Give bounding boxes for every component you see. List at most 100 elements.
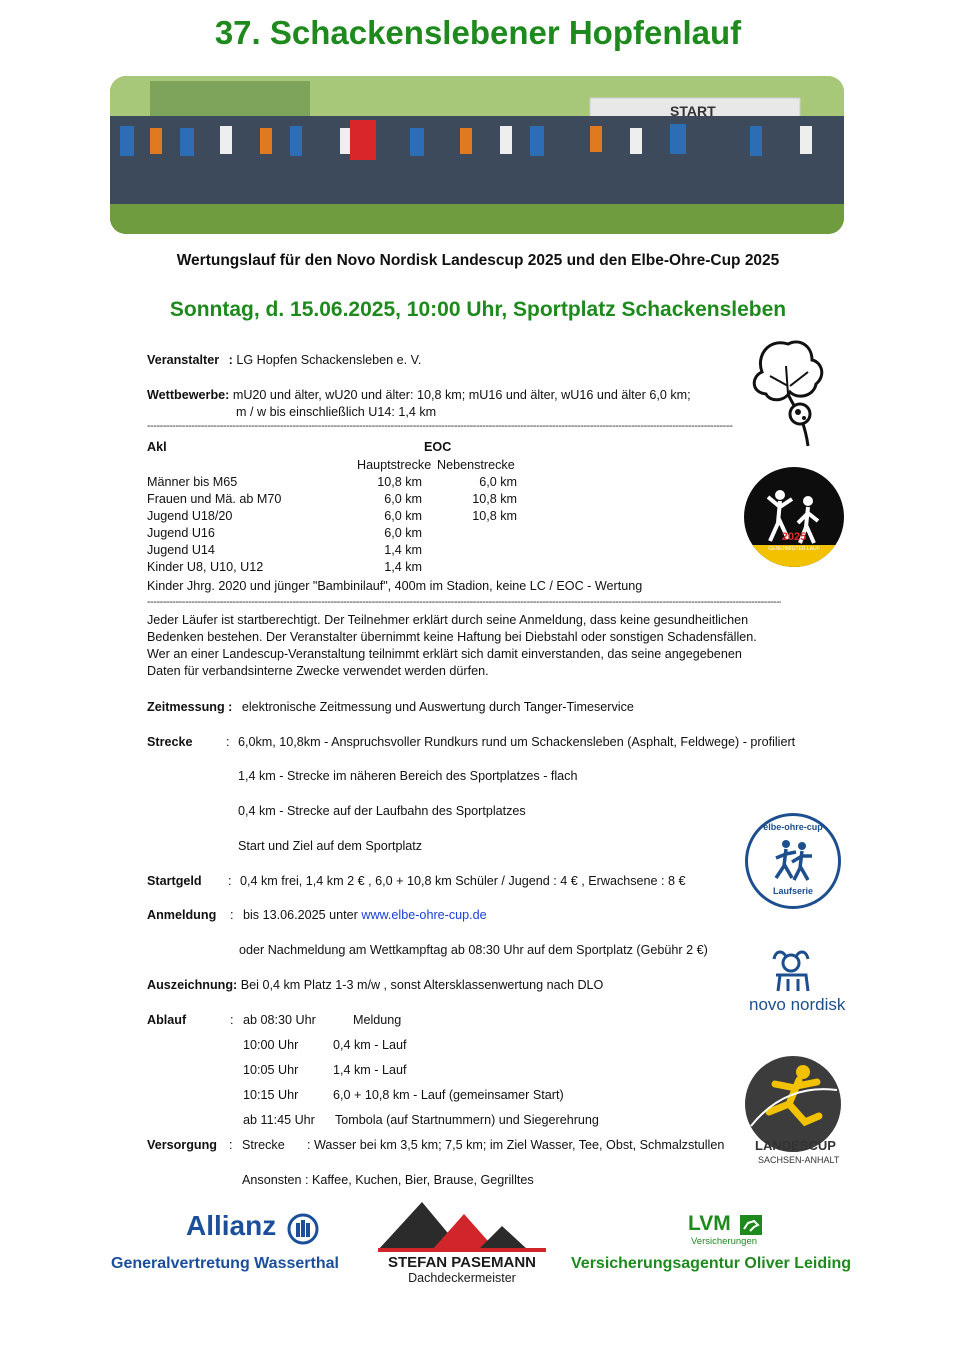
haupt-cell: 1,4 km: [384, 560, 422, 574]
wettbewerbe-line2: m / w bis einschließlich U14: 1,4 km: [236, 405, 437, 419]
ablauf-time: ab 11:45 Uhr: [243, 1113, 315, 1127]
table-row: Männer bis M65 10,8 km 6,0 km: [147, 474, 547, 491]
table-row: Kinder U8, U10, U12 1,4 km: [147, 559, 547, 576]
allianz-agency-name: Generalvertretung Wasserthal: [111, 1255, 339, 1272]
runners-icon: [744, 490, 844, 567]
veranstalter-value: LG Hopfen Schackensleben e. V.: [236, 353, 422, 367]
hop-leaf-logo: [752, 340, 824, 447]
versorgung-label: Versorgung: [147, 1138, 217, 1152]
dlv-badge-logo: 2025 GENEHMIGTER LAUF: [744, 467, 844, 567]
lvm-horse-icon: [740, 1215, 762, 1235]
strecke-line3: 0,4 km - Strecke auf der Laufbahn des Sp…: [238, 804, 526, 818]
wettbewerbe-line1: mU20 und älter, wU20 und älter: 10,8 km;…: [232, 388, 691, 402]
disclaimer-line: Daten für verbandsinterne Zwecke verwend…: [147, 664, 489, 678]
landescup-subtext: SACHSEN-ANHALT: [758, 1155, 840, 1165]
anmeldung-row: bis 13.06.2025 unter www.elbe-ohre-cup.d…: [243, 907, 487, 924]
versorgung-ansonsten: Ansonsten : Kaffee, Kuchen, Bier, Brause…: [242, 1173, 534, 1187]
disclaimer-line: Jeder Läufer ist startberechtigt. Der Te…: [147, 613, 749, 627]
ablauf-time: 10:05 Uhr: [243, 1063, 299, 1077]
veranstalter-label: Veranstalter: [147, 353, 220, 367]
col-header-akl: Akl: [147, 440, 167, 454]
versorgung-strecke-value: : Wasser bei km 3,5 km; 7,5 km; im Ziel …: [307, 1138, 725, 1152]
ablauf-text: Meldung: [353, 1013, 402, 1027]
landescup-logo: [745, 1056, 841, 1152]
wettbewerbe-row: Wettbewerbe: mU20 und älter, wU20 und äl…: [147, 387, 691, 404]
novo-bull-icon: [772, 950, 810, 992]
novo-nordisk-logo: novo nordisk: [749, 995, 846, 1014]
anmeldung-prefix: bis 13.06.2025 unter: [243, 908, 358, 922]
wettbewerbe-label: Wettbewerbe:: [147, 388, 230, 402]
anmeldung-line2: oder Nachmeldung am Wettkampftag ab 08:3…: [239, 943, 708, 957]
start-banner-text: START: [670, 103, 716, 119]
auszeichnung-value: Bei 0,4 km Platz 1-3 m/w , sonst Altersk…: [240, 978, 604, 992]
haupt-cell: 10,8 km: [377, 475, 422, 489]
akl-cell: Jugend U14: [147, 543, 215, 557]
elbe-ohre-cup-logo: elbe-ohre-cup Laufserie: [745, 813, 841, 909]
akl-cell: Jugend U16: [147, 526, 215, 540]
table-row: Jugend U16 6,0 km: [147, 525, 547, 542]
strecke-line2: 1,4 km - Strecke im näheren Bereich des …: [238, 769, 578, 783]
eoc-ring-top: elbe-ohre-cup: [763, 822, 823, 832]
pasemann-roof-logo: [378, 1202, 546, 1252]
disclaimer-line: Bedenken bestehen. Der Veranstalter über…: [147, 630, 757, 644]
haupt-cell: 6,0 km: [384, 492, 422, 506]
ablauf-sep: :: [230, 1013, 234, 1027]
pasemann-sub: Dachdeckermeister: [408, 1271, 516, 1285]
runners-photo: START: [110, 76, 844, 234]
lvm-logo: LVM: [688, 1212, 731, 1235]
badge-year: 2025: [781, 531, 807, 543]
versorgung-strecke-label: Strecke: [242, 1138, 285, 1152]
ablauf-time: 10:15 Uhr: [243, 1088, 299, 1102]
anmeldung-sep: :: [230, 908, 234, 922]
allianz-eagle-icon: [287, 1213, 319, 1245]
strecke-line4: Start und Ziel auf dem Sportplatz: [238, 839, 423, 853]
akl-cell: Jugend U18/20: [147, 509, 233, 523]
zeitmessung-value: elektronische Zeitmessung und Auswertung…: [241, 700, 634, 714]
pasemann-name: STEFAN PASEMANN: [387, 1254, 537, 1271]
zeitmessung-row: Zeitmessung : elektronische Zeitmessung …: [147, 699, 634, 716]
haupt-cell: 6,0 km: [384, 526, 422, 540]
neben-cell: 10,8 km: [472, 492, 517, 506]
auszeichnung-label: Auszeichnung:: [147, 978, 238, 992]
runners-icon: [774, 840, 812, 881]
table-row: Frauen und Mä. ab M70 6,0 km 10,8 km: [147, 491, 547, 508]
haupt-cell: 1,4 km: [384, 543, 422, 557]
subtitle: Wertungslauf für den Novo Nordisk Landes…: [176, 252, 780, 269]
neben-cell: 10,8 km: [472, 509, 517, 523]
lvm-agency-name: Versicherungsagentur Oliver Leiding: [571, 1255, 852, 1272]
allianz-logo: Allianz: [186, 1210, 277, 1241]
divider: ----------------------------------------…: [147, 596, 781, 608]
col-header-haupt: Hauptstrecke: [357, 458, 432, 472]
ablauf-text: 1,4 km - Lauf: [333, 1063, 407, 1077]
badge-text: GENEHMIGTER LAUF: [768, 546, 820, 552]
startgeld-sep: :: [228, 874, 232, 888]
versorgung-sep: :: [229, 1138, 233, 1152]
veranstalter-row: Veranstalter : LG Hopfen Schackensleben …: [147, 352, 421, 369]
ablauf-label: Ablauf: [147, 1013, 187, 1027]
lvm-sub: Versicherungen: [691, 1236, 758, 1247]
anmeldung-link[interactable]: www.elbe-ohre-cup.de: [361, 908, 487, 922]
event-date-location: Sonntag, d. 15.06.2025, 10:00 Uhr, Sport…: [169, 298, 787, 321]
akl-cell: Kinder U8, U10, U12: [147, 560, 264, 574]
strecke-sep: :: [226, 735, 230, 749]
bambini-note: Kinder Jhrg. 2020 und jünger "Bambinilau…: [147, 579, 643, 593]
ablauf-time: 10:00 Uhr: [243, 1038, 299, 1052]
haupt-cell: 6,0 km: [384, 509, 422, 523]
col-header-eoc: EOC: [424, 440, 452, 454]
ablauf-text: Tombola (auf Startnummern) und Siegerehr…: [335, 1113, 599, 1127]
eoc-ring-bottom: Laufserie: [772, 886, 814, 896]
akl-cell: Frauen und Mä. ab M70: [147, 492, 282, 506]
page-title: 37. Schackenslebener Hopfenlauf: [214, 14, 742, 51]
ablauf-time: ab 08:30 Uhr: [243, 1013, 316, 1027]
table-row: Jugend U18/20 6,0 km 10,8 km: [147, 508, 547, 525]
neben-cell: 6,0 km: [479, 475, 517, 489]
veranstalter-sep: :: [228, 353, 233, 367]
akl-table: Männer bis M65 10,8 km 6,0 km Frauen und…: [147, 474, 547, 576]
running-figure-icon: [750, 1065, 838, 1127]
ablauf-text: 6,0 + 10,8 km - Lauf (gemeinsamer Start): [333, 1088, 564, 1102]
startgeld-value: 0,4 km frei, 1,4 km 2 € , 6,0 + 10,8 km …: [240, 874, 686, 888]
table-row: Jugend U14 1,4 km: [147, 542, 547, 559]
landescup-text: LANDESCUP: [755, 1138, 836, 1153]
disclaimer-line: Wer an einer Landescup-Veranstaltung tei…: [147, 647, 742, 661]
col-header-neben: Nebenstrecke: [437, 458, 515, 472]
